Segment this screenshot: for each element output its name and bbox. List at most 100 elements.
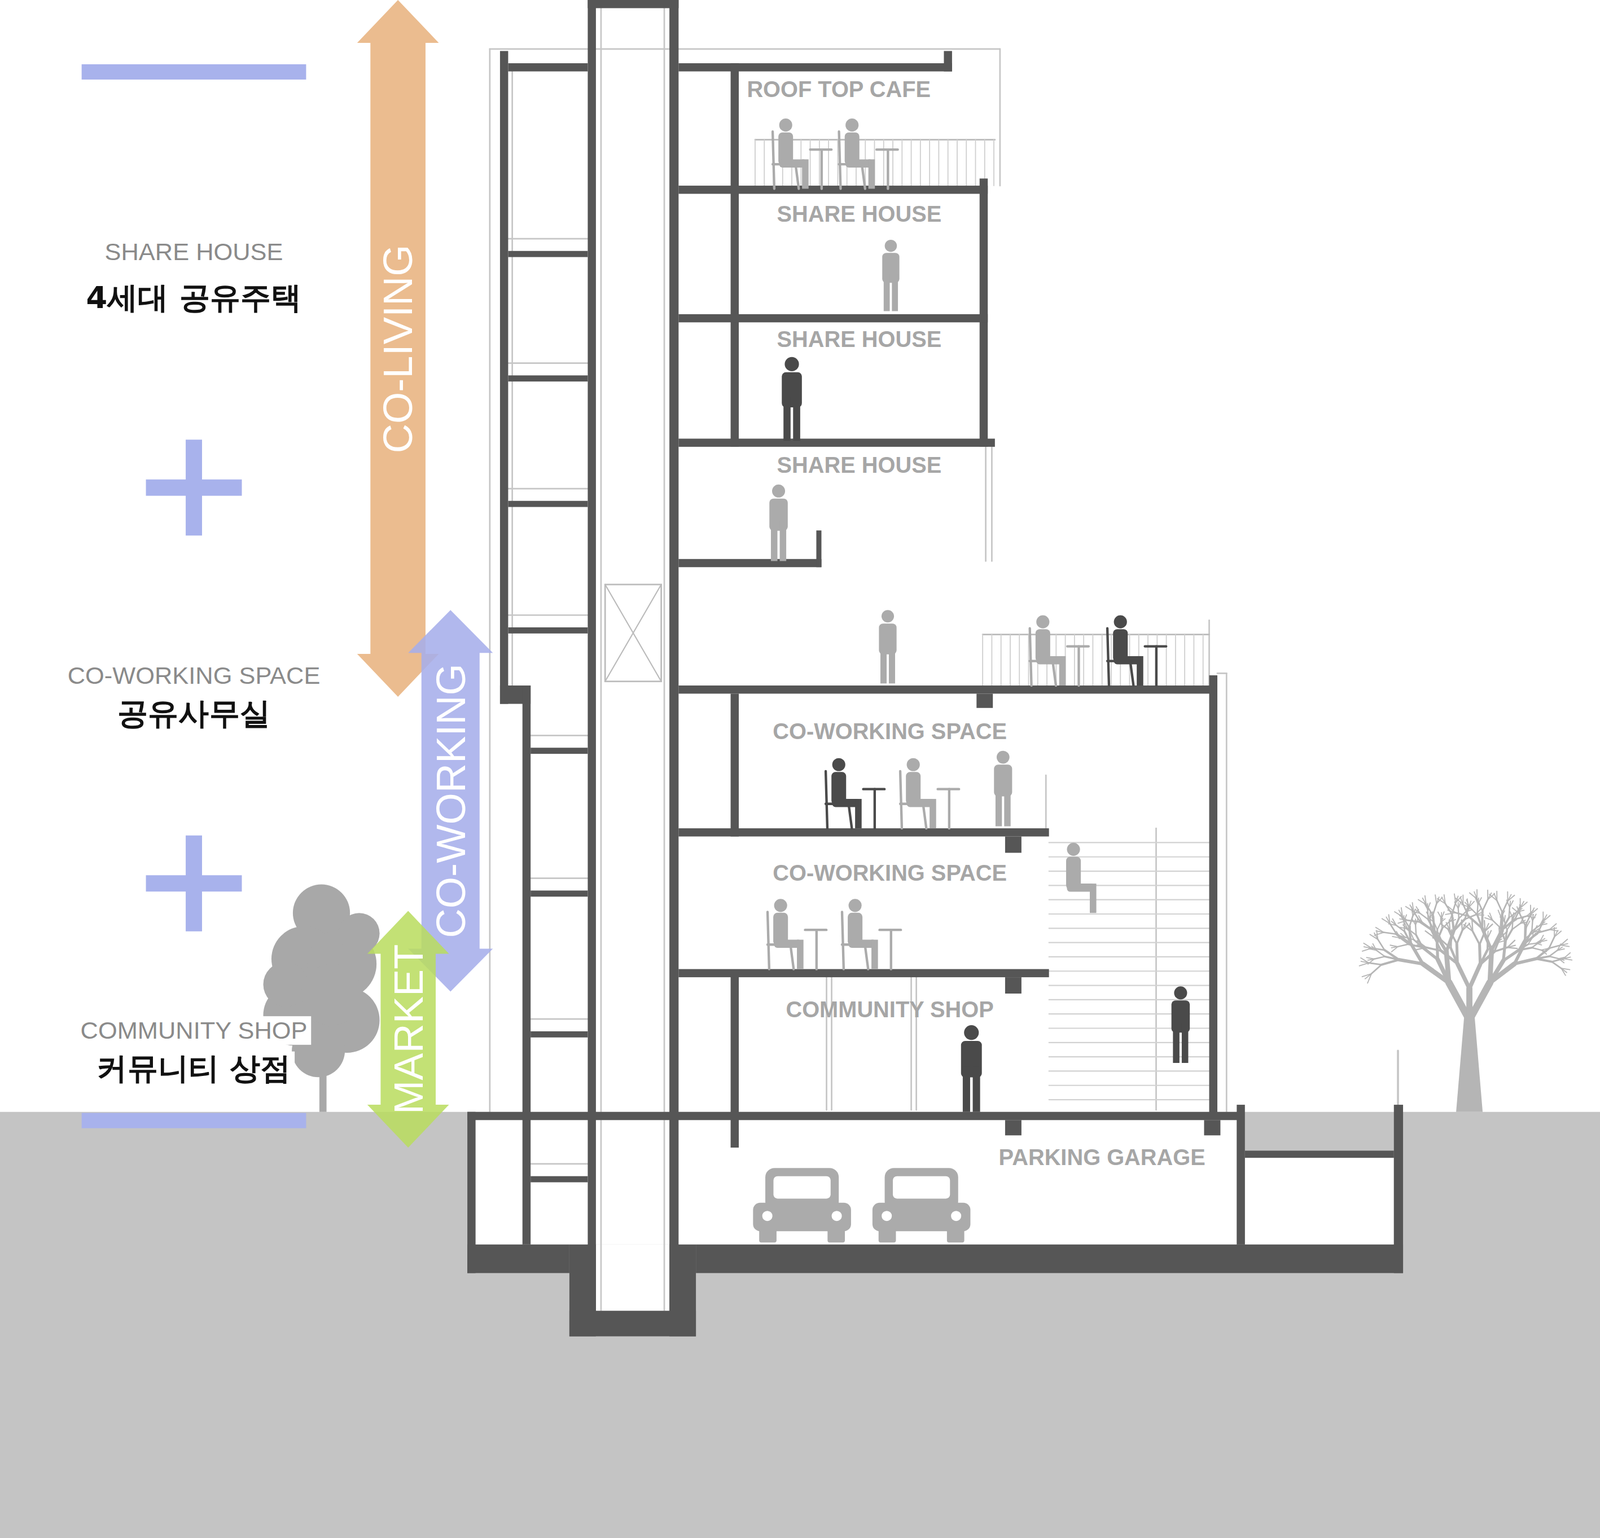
chair [825,771,828,829]
seated-figure [1107,615,1166,686]
program-name: COMMUNITY SHOP [76,1016,311,1045]
tree-branch [1476,914,1483,929]
tree-branch [1414,919,1417,926]
tree-branch [1397,944,1409,948]
tree-branch [1417,918,1423,923]
tree-branch [1460,897,1463,905]
seated-figure [1066,843,1097,914]
tree-branch [1426,912,1430,919]
car-light [762,1211,773,1222]
wall [695,1245,1404,1274]
stair-tread [1049,999,1210,1001]
tree-branch [1365,974,1372,980]
program-symbols [81,64,307,1129]
wall [587,0,679,8]
person-head [832,758,846,772]
person-figure [961,1025,983,1113]
chair [1130,661,1134,686]
tree-branch [1419,913,1429,920]
person-head [779,118,793,132]
tree-branch [1427,903,1429,910]
tree-branch [1469,923,1474,932]
tree-branch [1502,917,1505,923]
tree-branch [1528,943,1537,945]
railing-picket [827,139,830,186]
tree-branch [1452,914,1454,931]
tree-branch [1397,920,1407,924]
railing-picket [910,139,913,186]
tree-branch [1507,940,1515,949]
wall [730,693,739,837]
wall [730,974,739,1148]
tree-branch [1384,956,1400,960]
stair-landing [507,251,588,258]
person-leg [972,1067,981,1113]
thin-line [1155,828,1157,1111]
railing-picket [1074,634,1076,686]
chair [1029,628,1032,686]
tree-branch [1375,931,1384,933]
tree-branch [1383,932,1397,935]
car-light [881,1211,892,1222]
thin-line [991,446,993,562]
seated-figure [900,758,959,829]
tree-branch [1500,917,1505,922]
tree-branch [1558,958,1565,961]
tree-branch [1482,899,1488,911]
person-head [772,484,786,498]
tree-branch [1509,900,1514,908]
tree-branch [1507,894,1511,902]
program-arrow: MARKET [367,911,450,1148]
railing-picket [1156,634,1158,686]
tree-branch [1456,930,1463,944]
person-leg [962,1067,971,1113]
tree-branch [1488,915,1493,921]
table [815,930,818,970]
person-head [774,899,788,913]
tree-branch [1500,917,1501,928]
car [872,1168,971,1243]
tree-branch [1454,902,1458,910]
thin-line [1045,775,1047,829]
tree-branch [1487,931,1489,939]
person-head [1173,986,1187,1000]
tree-branch [1518,944,1529,951]
tree-branch [1436,897,1439,905]
tree-branch [1506,923,1512,931]
tree-branch [1447,928,1452,937]
person-figure [993,751,1012,827]
table [890,930,893,970]
tree-branch [1436,935,1442,941]
tree-branch [1492,920,1501,928]
plus-sign [185,835,203,932]
tree-branch [1410,932,1414,940]
tree-branch [1501,911,1502,918]
minus-bar [81,64,307,80]
person-leg [1136,656,1144,686]
tree-branch [1408,927,1411,933]
car [752,1168,852,1243]
wall [467,1245,570,1274]
tree-branch [1509,907,1510,918]
tree-branch [1476,904,1478,915]
tree-branch [1525,927,1527,938]
stair-flight [530,877,588,880]
tree-branch [1437,922,1441,931]
minus-bar [81,1113,307,1129]
tree-branch [1412,918,1416,926]
stair-flight [507,488,588,490]
tree-branch [1531,948,1542,951]
tree-branch [1409,905,1414,913]
tree-branch [1523,920,1527,928]
arrow-label: CO-LIVING [377,244,419,454]
tree-branch [1520,901,1524,909]
person-leg [1181,1023,1189,1064]
tree-branch [1486,938,1489,951]
person-leg [1089,883,1097,914]
railing-picket [763,139,765,186]
tree-branch [1541,950,1547,955]
tree-branch [1440,918,1446,923]
tree-branch [1484,921,1485,932]
stair-flight [507,238,588,240]
stair-tread [1049,942,1210,944]
